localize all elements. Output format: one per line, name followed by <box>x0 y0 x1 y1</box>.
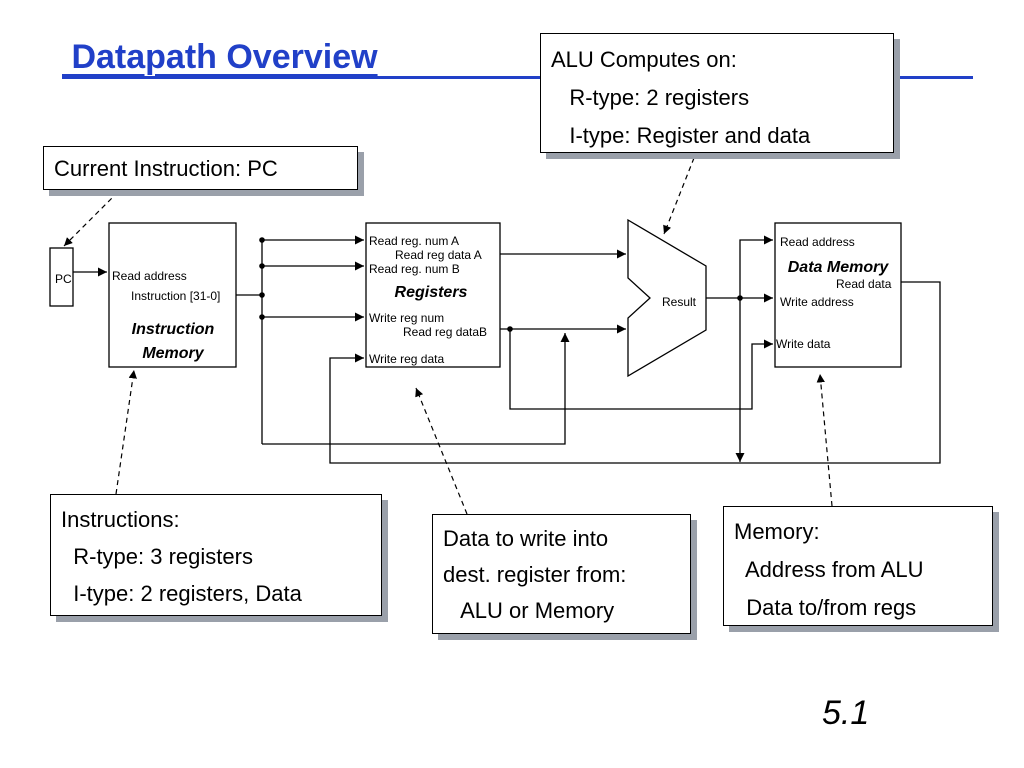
data-memory-box <box>774 222 902 368</box>
alu-callout-line: I-type: Register and data <box>551 123 811 148</box>
memory-callout-line: Address from ALU <box>734 557 924 582</box>
reg-read-num-a-label: Read reg. num A <box>369 234 459 248</box>
memory-callout-line: Data to/from regs <box>734 595 917 620</box>
alu-result-label: Result <box>662 295 697 309</box>
dmem-read-address-label: Read address <box>780 235 855 249</box>
instruction-memory-box <box>108 222 237 368</box>
pc-callout-line: Current Instruction: PC <box>54 156 278 181</box>
dmem-write-address-label: Write address <box>780 295 854 309</box>
alu-callout-line: R-type: 2 registers <box>551 85 750 110</box>
write-data-callout-line: dest. register from: <box>443 562 627 587</box>
imem-instruction-label: Instruction [31-0] <box>131 289 220 303</box>
junction-read-num-b <box>259 263 265 269</box>
alu-shape <box>627 218 707 378</box>
wire-instr-to-alu-b-mux <box>262 333 570 445</box>
imem-read-address-label: Read address <box>112 269 187 283</box>
slide-title: Datapath Overview <box>62 38 378 76</box>
instructions-callout-line: I-type: 2 registers, Data <box>61 581 302 606</box>
pointer-alu <box>663 157 695 235</box>
reg-read-data-a-label: Read reg data A <box>395 248 482 262</box>
wire-read-data-b-to-write-data <box>509 329 773 410</box>
instructions-callout: Instructions: R-type: 3 registers I-type… <box>50 494 382 616</box>
dmem-name: Data Memory <box>788 259 890 276</box>
reg-read-data-b-label: Read reg dataB <box>403 325 487 339</box>
wire-read-data-to-write-back <box>329 281 941 464</box>
pointer-write-data <box>415 387 468 515</box>
write-data-callout: Data to write into dest. register from: … <box>432 514 691 634</box>
instructions-callout-line: R-type: 3 registers <box>61 544 253 569</box>
junction-read-num-a <box>259 237 265 243</box>
dmem-read-data-label: Read data <box>836 277 892 291</box>
write-data-callout-line: ALU or Memory <box>443 598 615 623</box>
registers-box <box>365 222 501 368</box>
pc-label: PC <box>55 272 72 286</box>
reg-write-data-label: Write reg data <box>369 352 444 366</box>
write-data-callout-line: Data to write into <box>443 526 609 551</box>
alu-callout-line: ALU Computes on: <box>551 47 737 72</box>
reg-read-num-b-label: Read reg. num B <box>369 262 460 276</box>
junction-result <box>737 295 743 301</box>
imem-name-line2: Memory <box>142 345 204 362</box>
junction-write-reg-num <box>259 314 265 320</box>
slide-number: 5.1 <box>822 694 870 732</box>
alu-callout: ALU Computes on: R-type: 2 registers I-t… <box>540 33 894 153</box>
pointer-memory <box>816 373 833 507</box>
title-underline <box>62 76 973 79</box>
imem-name-line1: Instruction <box>132 321 215 338</box>
memory-callout-line: Memory: <box>734 519 820 544</box>
junction-read-data-b <box>507 326 513 332</box>
pointer-pc <box>63 191 119 247</box>
wire-result-to-read-address <box>739 235 773 298</box>
dmem-write-data-label: Write data <box>776 337 831 351</box>
pointer-instructions <box>115 369 137 495</box>
memory-callout: Memory: Address from ALU Data to/from re… <box>723 506 993 626</box>
pc-box <box>49 247 74 307</box>
registers-name: Registers <box>395 284 468 301</box>
pc-callout: Current Instruction: PC <box>43 146 358 190</box>
instructions-callout-line: Instructions: <box>61 507 180 532</box>
junction-instr <box>259 292 265 298</box>
reg-write-num-label: Write reg num <box>369 311 444 325</box>
